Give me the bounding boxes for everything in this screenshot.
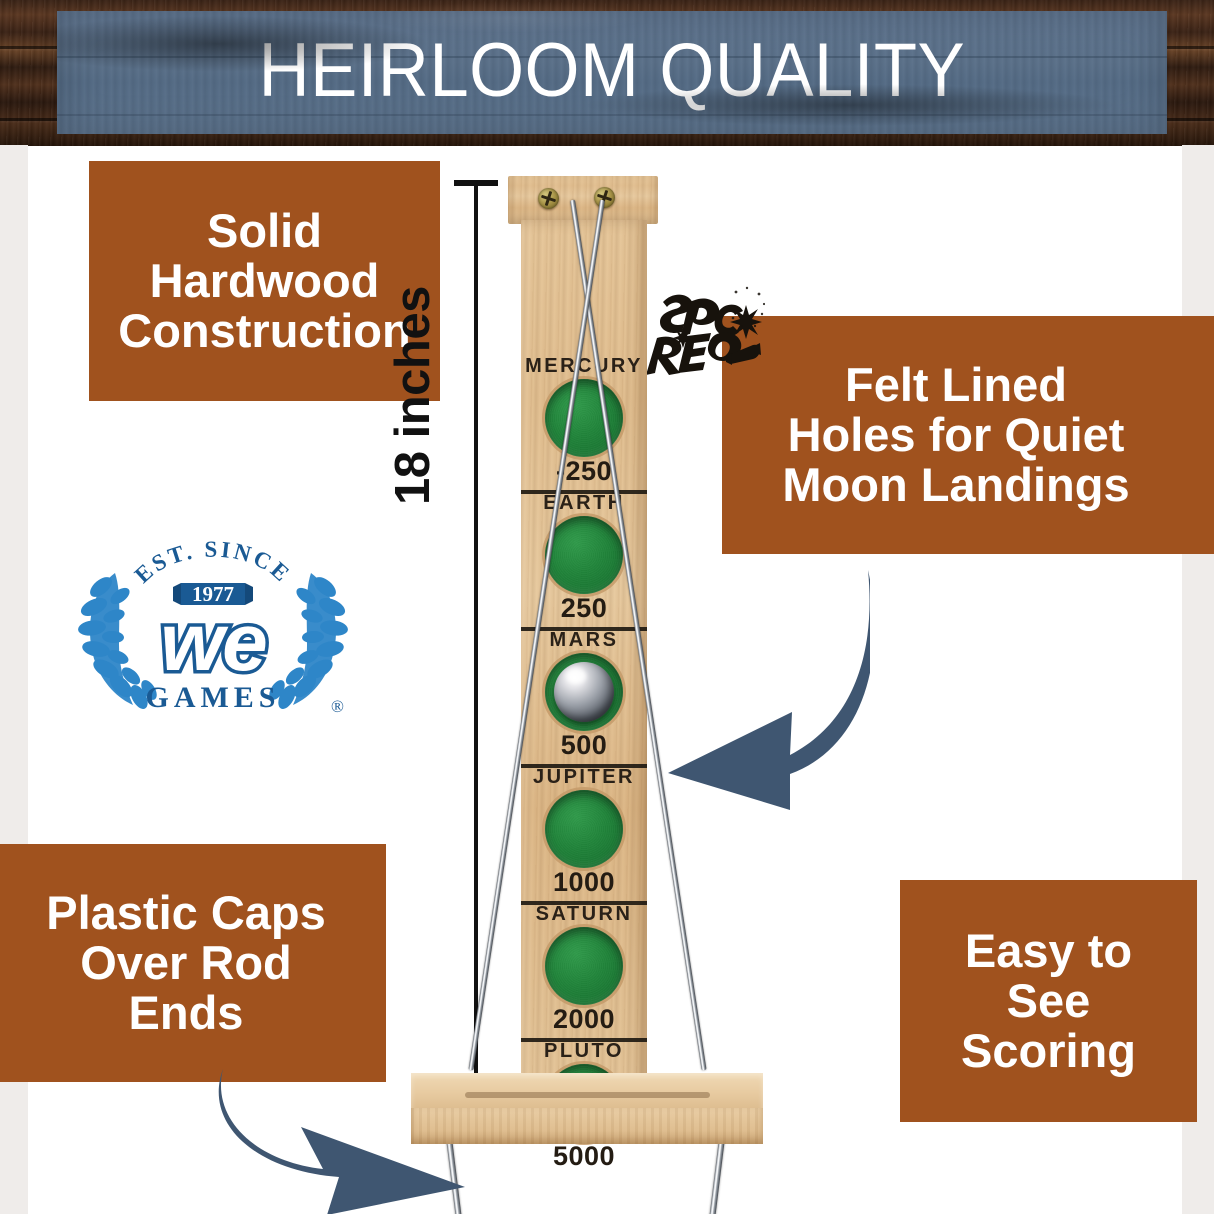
logo-brand: GAMES [145, 681, 280, 714]
callout-easy-scoring: Easy to See Scoring [900, 880, 1197, 1122]
screw-icon-left [538, 188, 559, 209]
score-cell: EARTH 250 [521, 490, 647, 627]
page-title: HEIRLOOM QUALITY [258, 27, 966, 113]
arrow-to-plastic-cap-icon [218, 1069, 465, 1214]
screw-icon-right [594, 187, 615, 208]
callout-scoring-line1: Easy to [964, 923, 1133, 977]
space-force-brand-logo [647, 286, 765, 375]
logo-est-since: EST. SINCE [130, 537, 296, 588]
callout-solid-hardwood: Solid Hardwood Construction [89, 161, 440, 401]
base-platform-top [411, 1073, 763, 1111]
logo-registered-mark: ® [331, 697, 344, 716]
logo-year: 1977 [192, 582, 234, 606]
ruler-line [474, 183, 478, 1115]
steel-ball [554, 662, 614, 722]
felt-hole [545, 927, 623, 1005]
base-slot [465, 1092, 710, 1098]
callout-felt-line1: Felt Lined [845, 357, 1067, 411]
laurel-right-icon [269, 573, 348, 709]
sparkle-dots-icon [731, 286, 765, 328]
board-separator [521, 627, 647, 631]
callout-caps-line1: Plastic Caps [46, 885, 326, 939]
tower-head-block [508, 176, 658, 224]
rocket-icon [726, 343, 761, 365]
board-separator [521, 901, 647, 905]
planet-label: EARTH [543, 492, 625, 514]
tower-face-plate: MERCURY -250 EARTH 250 MARS 500 JUPITER [521, 220, 765, 1171]
score-value: 5000 [552, 1141, 616, 1171]
height-measurement-line [454, 180, 498, 1115]
callout-felt-lined-holes: Felt Lined Holes for Quiet Moon Landings [722, 316, 1214, 554]
logo-wordmark: we [160, 597, 266, 688]
planet-label: SATURN [535, 903, 633, 925]
score-value: -250 [555, 456, 613, 486]
laurel-left-icon [78, 573, 157, 709]
callout-caps-line3: Ends [128, 986, 244, 1040]
header-wood-background: HEIRLOOM QUALITY [0, 0, 1214, 146]
felt-hole [545, 516, 623, 594]
board-separator [521, 764, 647, 768]
score-value: 500 [560, 730, 608, 760]
arrow-to-felt-hole-icon [668, 570, 870, 810]
score-value: 1000 [552, 867, 616, 897]
board-separator [521, 1038, 647, 1042]
board-separator [521, 490, 647, 494]
planet-label: PLUTO [544, 1040, 624, 1062]
product-photo-space-force-tower: MERCURY -250 EARTH 250 MARS 500 JUPITER [400, 170, 820, 1214]
starburst-icon [730, 305, 762, 339]
callout-hardwood-line1: Solid [207, 203, 322, 257]
callout-scoring-line2: See [1006, 973, 1091, 1027]
felt-hole [545, 790, 623, 868]
score-cell: SATURN 2000 [521, 901, 647, 1038]
score-value: 2000 [552, 1004, 616, 1034]
callout-felt-line2: Holes for Quiet [787, 407, 1125, 461]
base-platform-front [411, 1108, 763, 1144]
score-cell: JUPITER 1000 [521, 764, 647, 901]
callout-felt-line3: Moon Landings [782, 458, 1130, 512]
score-cell: MERCURY -250 [521, 353, 647, 490]
planet-label: MARS [549, 629, 619, 651]
score-cell: MARS 500 [521, 627, 647, 764]
callout-hardwood-line3: Construction [118, 304, 411, 358]
callout-caps-line2: Over Rod [80, 935, 292, 989]
header-banner: HEIRLOOM QUALITY [57, 11, 1167, 134]
explosion-icon [673, 328, 693, 348]
we-games-logo: EST. SINCE 1977 we GAMES ® [78, 537, 348, 716]
callout-plastic-caps: Plastic Caps Over Rod Ends [0, 844, 386, 1082]
planet-label: MERCURY [525, 355, 643, 377]
callout-scoring-line3: Scoring [961, 1024, 1136, 1078]
score-value: 250 [560, 593, 608, 623]
planet-label: JUPITER [533, 766, 635, 788]
logo-year-banner: 1977 [173, 582, 253, 606]
callout-hardwood-line2: Hardwood [149, 253, 380, 307]
